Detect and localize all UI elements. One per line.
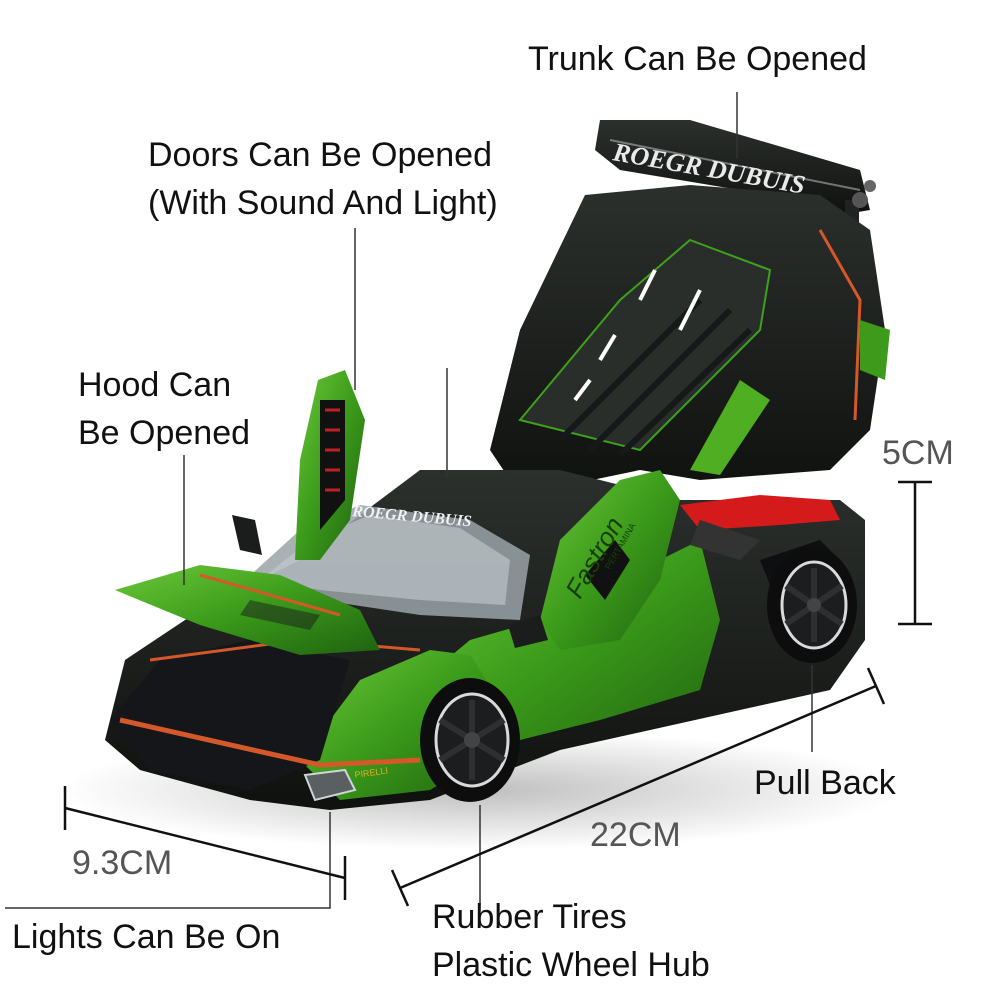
lights-label: Lights Can Be On [12,918,281,956]
splitter-branding: PIRELLI [354,765,389,780]
doors-label-line1: Doors Can Be Opened [148,136,492,174]
rear-wheel [767,547,857,663]
height-dimension-bar [898,480,932,626]
hood-label-line1: Hood Can [78,366,232,404]
width-dimension-label: 9.3CM [72,844,173,882]
lights-leader [5,812,331,909]
dimension-lines [63,480,932,907]
length-dimension-bar [390,667,886,907]
left-door-open [232,370,365,560]
front-wheel [420,678,520,802]
height-dimension-label: 5CM [882,434,954,472]
callout-lines [5,92,813,909]
hood-label-line2: Be Opened [78,414,251,452]
open-trunk-cover [490,185,890,495]
engine-bay [680,495,840,560]
trunk-label: Trunk Can Be Opened [528,40,867,78]
length-dimension-label: 22CM [590,816,681,854]
pull-back-label: Pull Back [754,764,896,802]
doors-label-line2: (With Sound And Light) [148,184,498,222]
tires-label-line2: Plastic Wheel Hub [432,946,710,984]
width-dimension-bar [63,786,347,900]
open-hood [115,565,380,655]
right-door-open [508,470,680,650]
tires-label-line1: Rubber Tires [432,898,627,936]
